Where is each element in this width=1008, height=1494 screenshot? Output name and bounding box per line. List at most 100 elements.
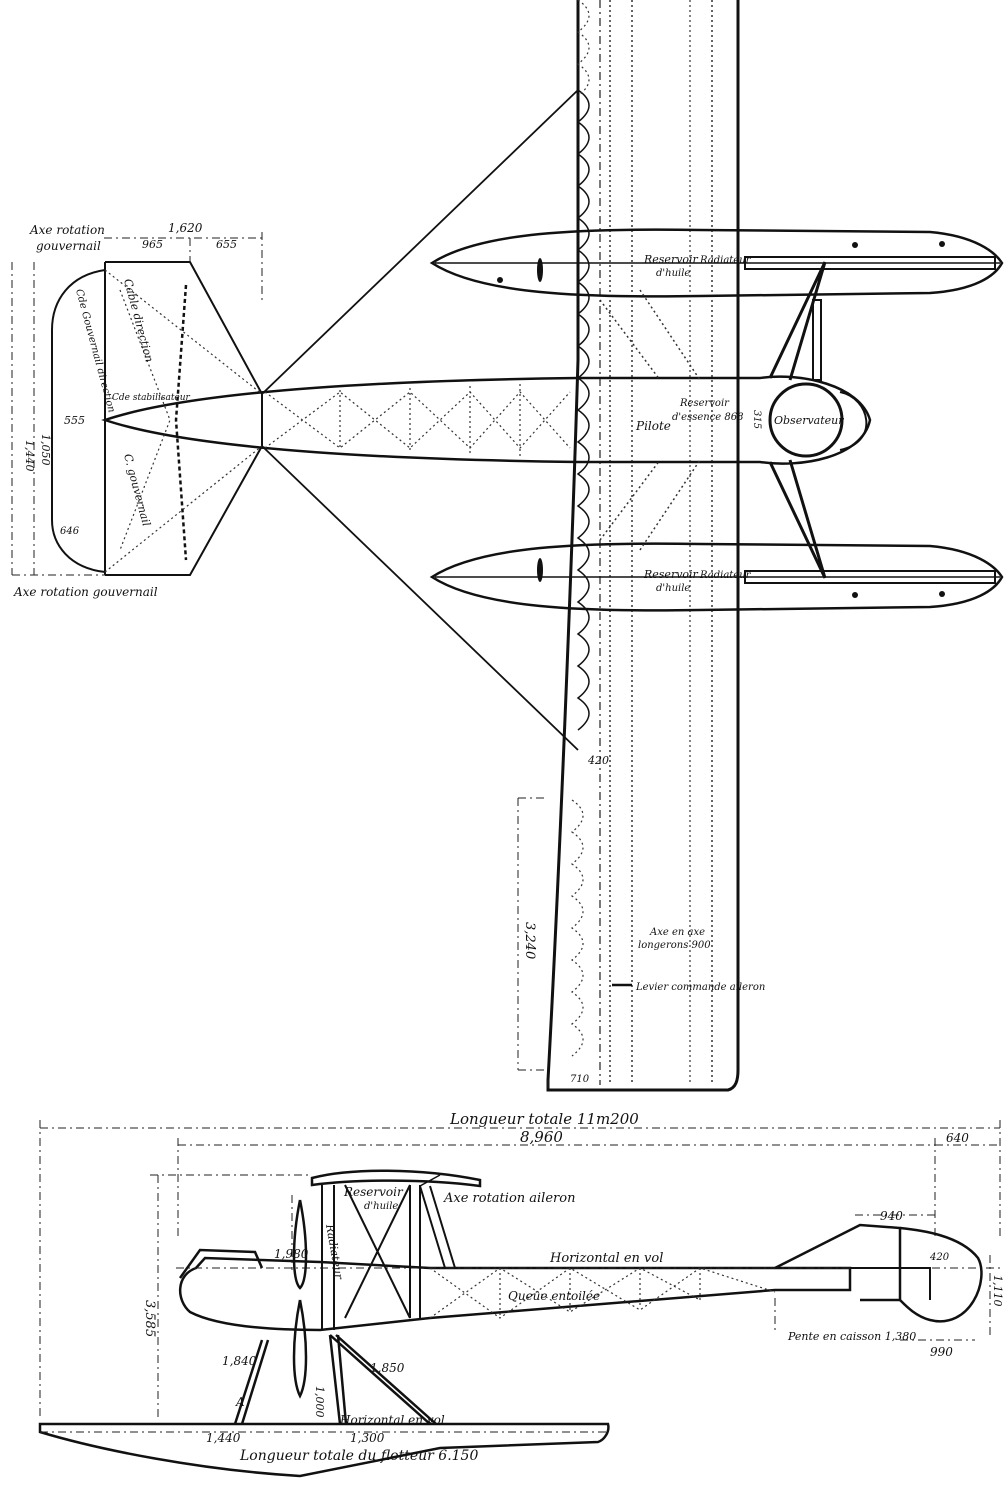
propeller <box>292 1199 308 1399</box>
float-side <box>38 1422 610 1478</box>
label-dim-1300: 1,300 <box>350 1431 385 1445</box>
float-rivet-2 <box>852 242 858 248</box>
label-radiateur-lower: Radiateur <box>699 570 752 581</box>
label-cable-gouvernail: C. gouvernail <box>121 452 153 528</box>
label-cde-gouvernail-direction: Cde Gouvernail direction <box>73 288 117 414</box>
cabane-struts <box>419 1185 456 1269</box>
cockpit-coaming <box>178 1248 264 1279</box>
label-gouvernail: gouvernail <box>36 239 101 253</box>
float-rivet-3 <box>939 241 945 247</box>
rudder-plan <box>174 284 188 561</box>
float-lower-strut-bar <box>744 570 996 584</box>
label-dim-1440-side: 1,440 <box>206 1431 241 1445</box>
tail-dimension-lines <box>774 1214 991 1341</box>
label-dim-1000: 1,000 <box>313 1386 326 1418</box>
label-pilote: Pilote <box>635 419 671 433</box>
plan-view <box>11 0 1004 1092</box>
plan-view-labels: Axe rotation gouvernail Axe rotation gou… <box>13 221 844 1085</box>
aileron-axis-arrow <box>419 1174 441 1187</box>
label-longueur-flotteur: Longueur totale du flotteur 6.150 <box>239 1448 478 1464</box>
float-struts-dotted <box>599 289 701 551</box>
label-cable-direction: Cable direction <box>121 277 156 363</box>
float-upper-hatch <box>537 258 543 282</box>
label-radiateur-upper: Radiateur <box>699 255 752 266</box>
label-dim-420-side: 420 <box>929 1252 950 1263</box>
side-view <box>38 1120 1001 1478</box>
label-horizontal-en-vol-2: Horizontal en vol <box>339 1413 445 1427</box>
float-rivet-4 <box>852 592 858 598</box>
label-pente-caisson: Pente en caisson 1,380 <box>787 1330 916 1343</box>
label-reservoir: Reservoir <box>343 1185 404 1199</box>
elevator <box>51 269 106 573</box>
label-dim-8960: 8,960 <box>520 1128 563 1146</box>
float-upper-strut-bar <box>744 256 996 270</box>
wingtip-dimension <box>517 797 549 1092</box>
label-huile: d'huile <box>364 1201 398 1212</box>
tail-wire-lower <box>261 445 579 751</box>
label-dim-3240: 3,240 <box>522 922 537 959</box>
label-huile-lower: d'huile <box>656 583 690 594</box>
label-dim-1050: 1,050 <box>39 434 52 466</box>
label-axe-rotation-aileron: Axe rotation aileron <box>443 1191 575 1206</box>
label-dim-940: 940 <box>880 1209 903 1223</box>
float-lower <box>429 542 1004 612</box>
label-dim-1620: 1,620 <box>168 221 203 235</box>
fuselage-plan <box>101 375 872 465</box>
label-dim-555: 555 <box>64 414 85 427</box>
label-dim-1440: 1,440 <box>23 440 36 472</box>
tail-wire-upper <box>261 89 579 395</box>
wing-outline <box>546 0 740 1092</box>
rudder-side <box>899 1226 983 1323</box>
label-dim-1840: 1,840 <box>222 1354 257 1368</box>
label-letter-a: A <box>235 1395 245 1409</box>
label-axe-rotation: Axe rotation <box>29 223 105 237</box>
label-dim-710: 710 <box>570 1074 590 1085</box>
label-huile-upper: d'huile <box>656 268 690 279</box>
elevator-side <box>850 1267 931 1300</box>
overall-length-dimension <box>39 1120 1001 1420</box>
tailplane <box>105 261 263 576</box>
label-axe-en-axe: Axe en axe <box>649 927 705 938</box>
label-radiateur: Radiateur <box>323 1222 346 1281</box>
label-queue-entoilee: Queue entoilée <box>508 1289 600 1303</box>
fuselage-dotted-structure <box>429 1267 776 1319</box>
label-dim-640: 640 <box>946 1131 969 1145</box>
strut-fitting <box>812 299 822 381</box>
float-struts-side <box>233 1334 437 1425</box>
label-dim-1850: 1,850 <box>370 1361 405 1375</box>
label-essence-val: d'essence 868 <box>672 412 743 423</box>
label-reservoir-huile-lower: Reservoir <box>643 568 699 581</box>
height-dimension <box>150 1174 310 1420</box>
float-upper <box>429 228 1004 298</box>
float-rivet-5 <box>939 591 945 597</box>
label-dim-315: 315 <box>751 410 762 429</box>
wing-rib-scallops <box>576 89 590 731</box>
label-observateur: Observateur <box>774 414 844 427</box>
label-axe-rotation-gouvernail: Axe rotation gouvernail <box>13 585 158 599</box>
fuselage-cross-bracing <box>264 384 571 456</box>
label-dim-990: 990 <box>930 1345 953 1359</box>
label-cde-stabilisateur: Cde stabilisateur <box>112 393 191 403</box>
label-dim-1980: 1,980 <box>274 1247 309 1261</box>
label-reservoir-huile-upper: Reservoir <box>643 253 699 266</box>
label-longueur-totale: Longueur totale 11m200 <box>449 1110 639 1128</box>
engine-cowl <box>839 391 868 451</box>
wing-rib-scallops-tip <box>570 0 590 1057</box>
float-lower-hatch <box>537 558 543 582</box>
label-dim-646: 646 <box>60 526 80 537</box>
upper-wing-section <box>310 1169 482 1188</box>
label-reservoir-essence: Reservoir <box>679 398 730 409</box>
tail-dimension-frame <box>11 232 263 576</box>
label-horizontal-en-vol: Horizontal en vol <box>549 1251 663 1266</box>
label-dim-1110: 1,110 <box>991 1275 1004 1307</box>
label-longerons-900: longerons 900 <box>638 940 711 951</box>
label-dim-420: 420 <box>587 754 609 767</box>
interplane-struts <box>321 1184 421 1330</box>
fuselage-side <box>178 1256 852 1332</box>
label-dim-965: 965 <box>142 238 163 251</box>
label-dim-655: 655 <box>216 238 237 251</box>
observer-cockpit <box>768 382 844 458</box>
tail-dotted-cables <box>104 269 263 573</box>
float-rivet-1 <box>497 277 503 283</box>
